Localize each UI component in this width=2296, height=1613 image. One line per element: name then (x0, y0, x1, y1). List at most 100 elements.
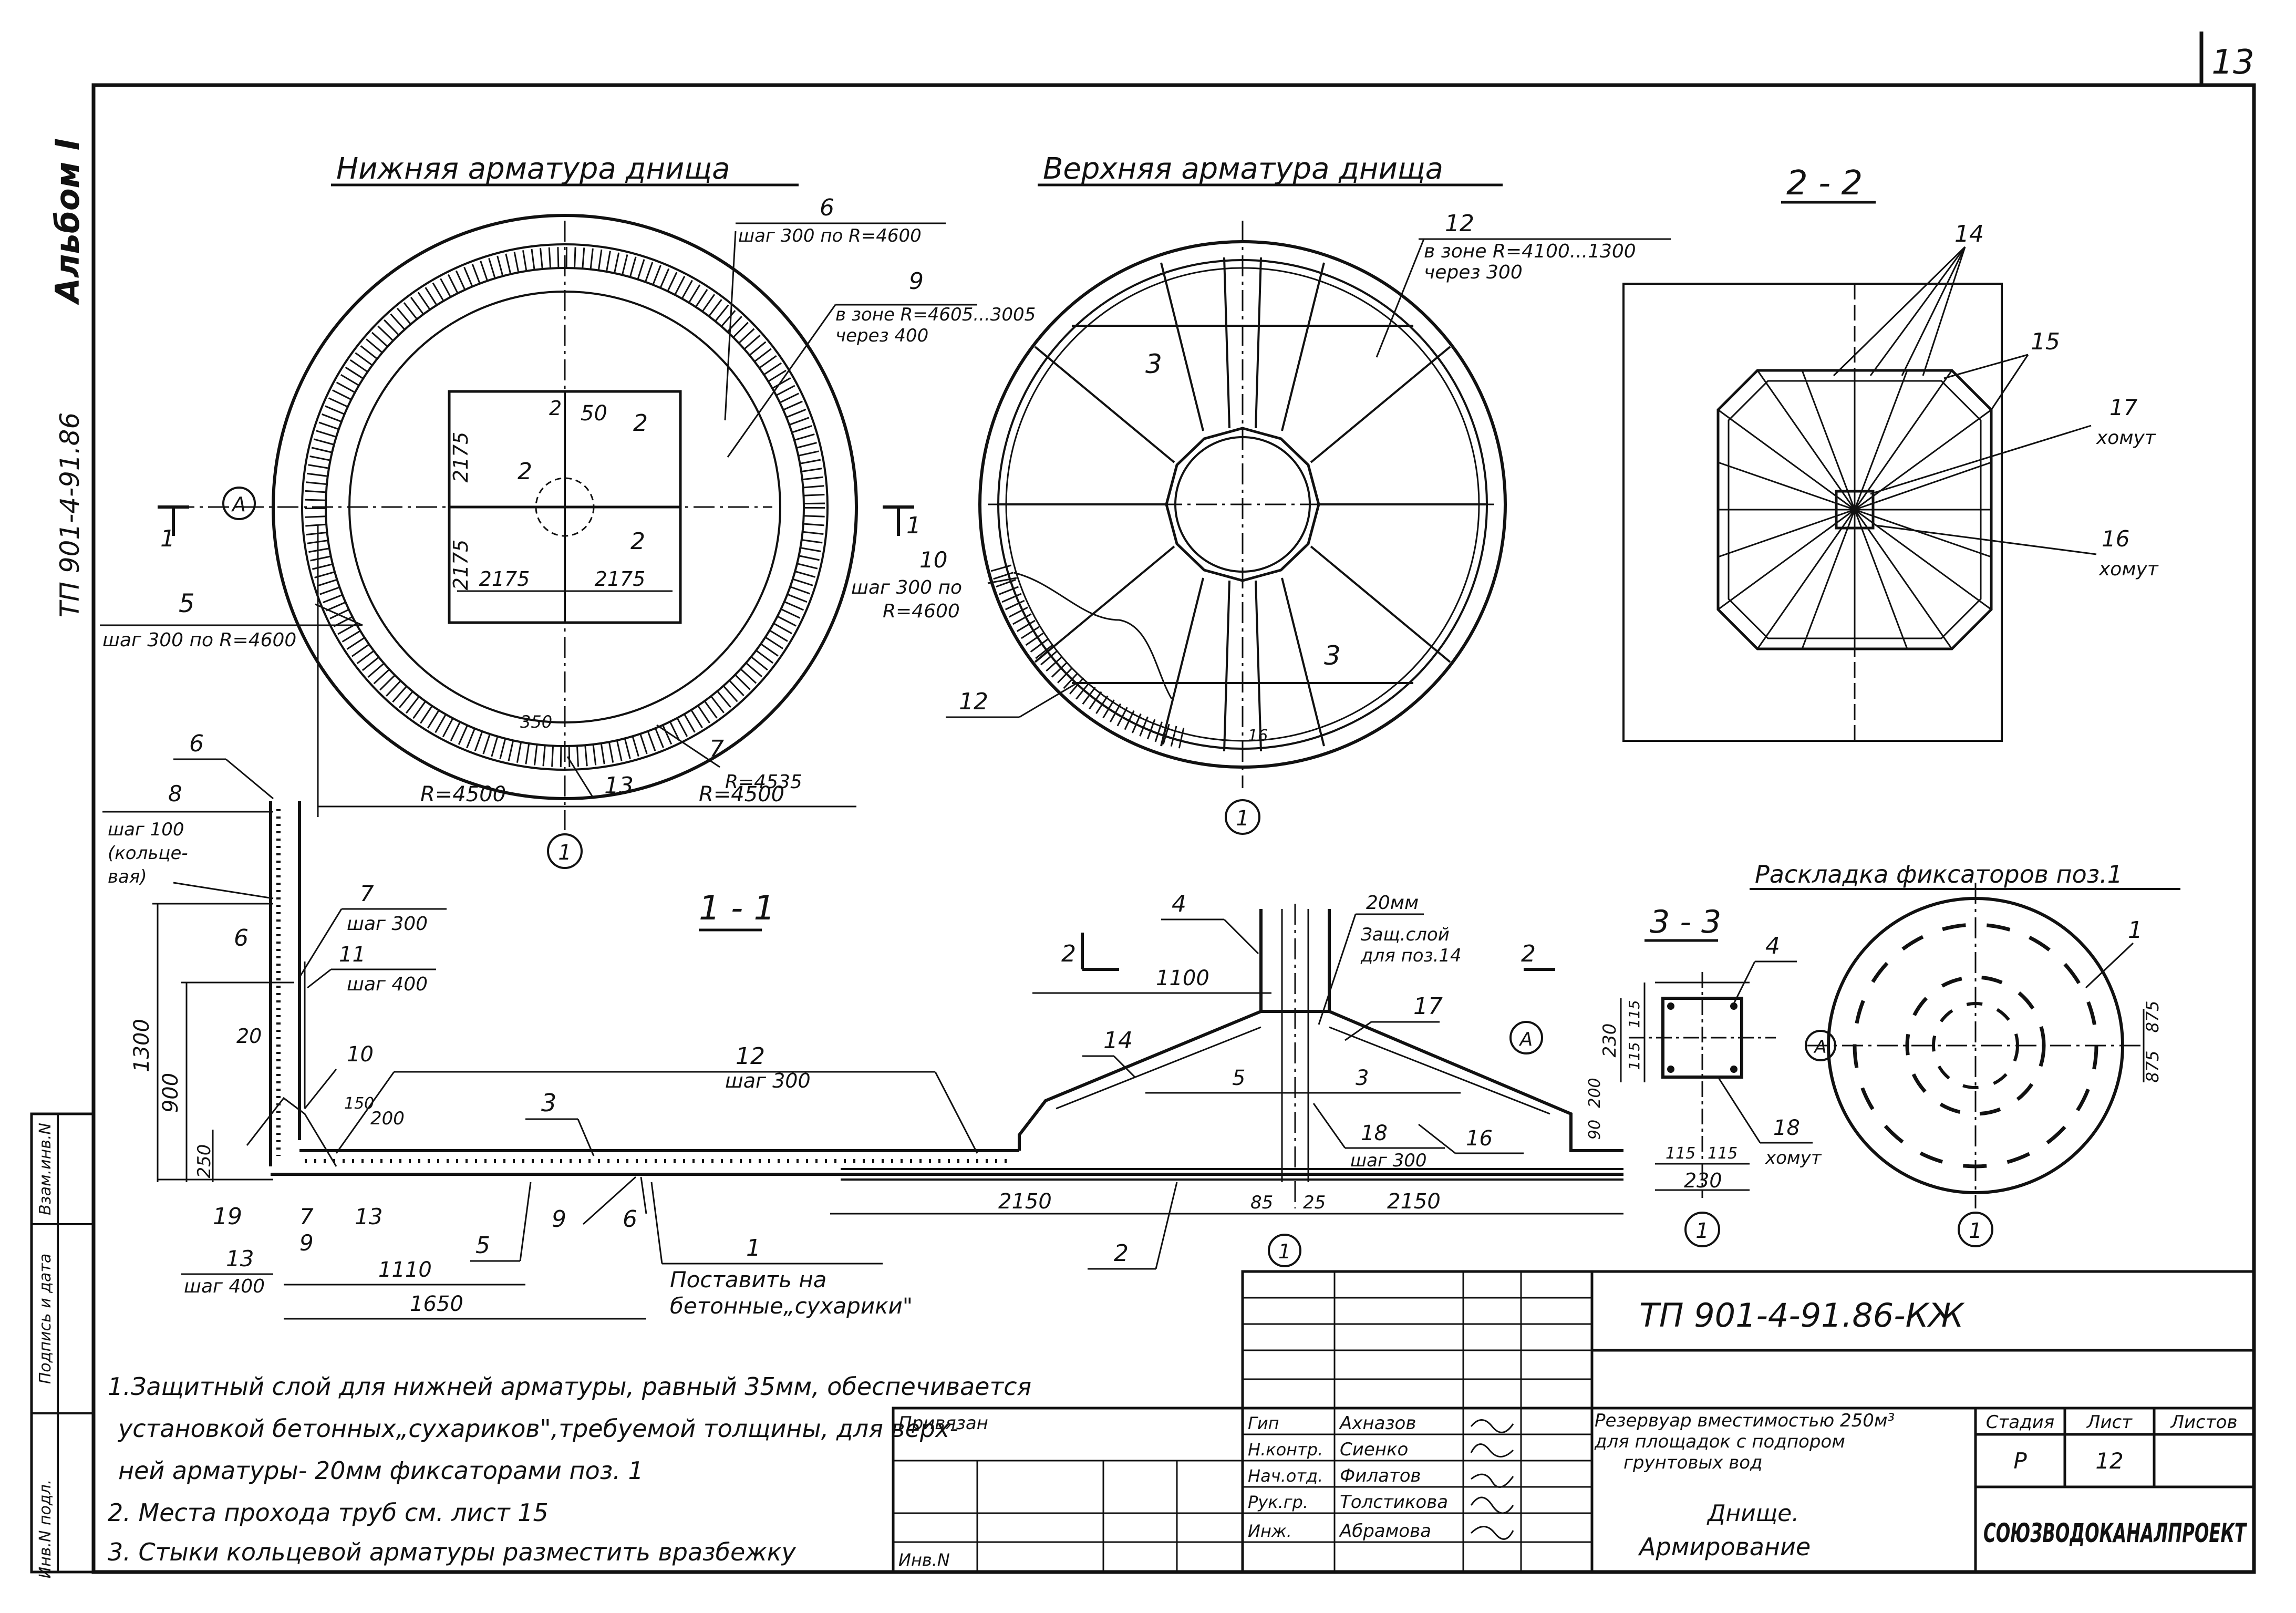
view-section-1-1: 1 - 1 (102, 730, 1623, 1320)
callout-9-l2: через 400 (835, 325, 928, 346)
name-2: Сиенко (1340, 1439, 1408, 1460)
s11-n16: 16 (1466, 1126, 1493, 1151)
view-section-2-2: 2 - 2 14 15 17 хомут 16 х (1622, 164, 2159, 742)
axis-a-mark-33: A (1519, 1029, 1533, 1050)
desc-line-1: Резервуар вместимостью 250м³ (1595, 1410, 1895, 1431)
dim-200: 200 (370, 1108, 405, 1129)
view-title-1-1: 1 - 1 (699, 889, 775, 928)
role-gip: Гип (1248, 1413, 1279, 1433)
s11-n7: 7 (360, 881, 374, 906)
side-doc-code: ТП 901-4-91.86 (55, 412, 85, 618)
mark-2-b: 2 (633, 410, 648, 437)
callout-5-num: 5 (179, 589, 195, 618)
sheets-header: Листов (2169, 1412, 2237, 1433)
view-title-bottom: Нижняя арматура днища (336, 152, 730, 186)
callout-10-num: 10 (919, 547, 947, 573)
view-section-3-3: 3 - 3 230 115 115 115 115 230 A 4 18 хом… (1509, 904, 1822, 1247)
s11-n6-top: 6 (189, 730, 204, 757)
dim-1110: 1110 (378, 1258, 432, 1282)
axis-a-mark: A (231, 493, 246, 516)
dim-875-a: 875 (2143, 1000, 2163, 1032)
s11-n8-l1: шаг 100 (108, 819, 184, 840)
s11-n2-mark-l: 2 (1061, 940, 1076, 967)
callout-13-num: 13 (604, 772, 634, 799)
s11-n5-mark: 5 (1232, 1066, 1245, 1090)
dim-2175-v1: 2175 (449, 432, 472, 483)
role-inzh: Инж. (1248, 1521, 1292, 1541)
sheet-value: 12 (2095, 1448, 2123, 1474)
dim-2175-h2: 2175 (595, 567, 646, 591)
dim-r4500-left: R=4500 (420, 782, 506, 806)
s11-n3-mark: 3 (1356, 1066, 1369, 1090)
callout-5-text: шаг 300 по R=4600 (102, 629, 296, 651)
s11-n10: 10 (347, 1042, 374, 1067)
dim-25: 25 (1303, 1192, 1326, 1213)
s11-n12-text: шаг 300 (725, 1069, 811, 1092)
s11-n8: 8 (168, 781, 182, 806)
dim-250: 250 (194, 1144, 215, 1178)
s11-n11-text: шаг 400 (347, 974, 428, 995)
note-line-4: 2. Места прохода труб см. лист 15 (108, 1498, 549, 1527)
s11-n13-text: шаг 400 (184, 1276, 265, 1297)
callout-12-l1: в зоне R=4100...1300 (1424, 241, 1636, 262)
notes: 1.Защитный слой для нижней арматуры, рав… (108, 1372, 1031, 1566)
desc-line-3: грунтовых вод (1623, 1452, 1763, 1473)
s33-n18: 18 (1773, 1116, 1800, 1140)
dim-2150-l: 2150 (998, 1190, 1052, 1214)
name-4: Толстикова (1340, 1492, 1448, 1513)
s11-n19: 19 (213, 1203, 242, 1230)
axis-1-mark-b: 1 (1236, 806, 1249, 831)
callout-10-l1: шаг 300 по (851, 577, 962, 598)
s11-post-l1: Поставить на (670, 1267, 826, 1293)
organization-name: СОЮЗВОДОКАНАЛПРОЕКТ (1983, 1518, 2248, 1548)
s11-n13-b: 13 (355, 1204, 382, 1229)
s11-post-l2: бетонные„сухарики" (670, 1293, 913, 1319)
dim-115-v2: 115 (1626, 1042, 1643, 1070)
dim-2175-h1: 2175 (479, 567, 530, 591)
note-line-2: установкой бетонных„сухариков",требуемой… (117, 1414, 958, 1443)
view-top-reinforcement: Верхняя арматура днища 1 3 3 16 12 в зон (851, 152, 1671, 835)
s11-n12: 12 (736, 1043, 765, 1070)
s11-n6-mid: 6 (234, 925, 249, 952)
axis-1-mark-e: 1 (1969, 1219, 1982, 1243)
s11-n5: 5 (475, 1232, 490, 1259)
section-mark-1-left: 1 (160, 525, 175, 552)
title-block: ТП 901-4-91.86-КЖ Привязан Инв.N Гип Н.к… (892, 1270, 2256, 1574)
dim-200-r: 200 (1586, 1078, 1604, 1108)
val-50: 50 (581, 401, 607, 426)
sheet-corner-number: 13 (2211, 43, 2254, 82)
dim-2175-v2: 2175 (449, 540, 472, 591)
callout-9-num: 9 (909, 268, 924, 295)
dim-115-h2: 115 (1708, 1144, 1737, 1163)
inv-label: Инв.N (898, 1550, 950, 1570)
desc-line-2: для площадок с подпором (1594, 1431, 1845, 1452)
mark-3-bottom: 3 (1324, 640, 1341, 671)
callout-16-text: хомут (2098, 559, 2159, 580)
s11-n8-l3: вая) (108, 866, 147, 887)
dim-1100: 1100 (1156, 966, 1209, 990)
mark-2-a: 2 (549, 397, 562, 420)
dim-20: 20 (236, 1025, 262, 1048)
s11-n20mm: 20мм (1366, 892, 1419, 914)
callout-17-text: хомут (2096, 427, 2156, 449)
callout-12-l2: через 300 (1424, 262, 1523, 283)
dim-1650: 1650 (410, 1292, 463, 1316)
view-fixators: Раскладка фиксаторов поз.1 875 875 A 1 1 (1750, 860, 2180, 1247)
s11-n3: 3 (541, 1089, 556, 1117)
name-1: Ахназов (1339, 1413, 1416, 1434)
dim-150: 150 (344, 1094, 374, 1113)
s11-n13-c: 13 (226, 1246, 254, 1271)
dim-900: 900 (159, 1073, 183, 1113)
signatures (1470, 1419, 1514, 1540)
s11-n1: 1 (746, 1235, 761, 1262)
callout-9-l1: в зоне R=4605...3005 (835, 304, 1036, 325)
s11-prot-l1: Защ.слой (1361, 924, 1450, 945)
callout-10-l2: R=4600 (883, 601, 960, 622)
callout-12-num: 12 (1445, 210, 1474, 237)
stage-value: Р (2013, 1448, 2027, 1474)
s11-n2: 2 (1114, 1240, 1129, 1267)
strip-label-sign: Подпись и дата (36, 1254, 55, 1384)
s11-n11: 11 (339, 943, 366, 967)
val-350: 350 (520, 712, 552, 732)
